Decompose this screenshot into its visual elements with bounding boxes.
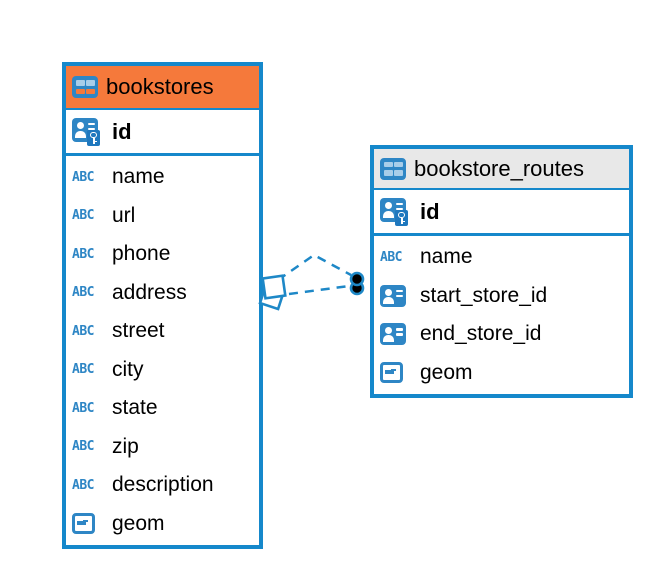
column-type-icon-slot [380,323,414,346]
key-icon [395,209,408,226]
relationship-line-lower [288,284,350,296]
table-header[interactable]: bookstores [66,66,259,110]
text-type-icon: ABC [72,477,94,493]
column-row[interactable]: id [66,110,259,153]
key-section: id [374,190,629,236]
column-name: name [420,245,473,269]
table-title: bookstores [106,74,214,99]
table-header[interactable]: bookstore_routes [374,149,629,190]
relationship-source-marker-back [258,283,286,311]
column-row[interactable]: ABC name [66,158,259,197]
relationship-line-upper [277,253,352,282]
column-type-icon-slot: ABC [72,324,106,339]
column-type-icon-slot: ABC [72,362,106,377]
column-row[interactable]: ABC city [66,351,259,390]
column-type-icon-slot [380,362,414,384]
text-type-icon: ABC [72,400,94,416]
column-name: url [112,203,136,227]
table-bookstore-routes[interactable]: bookstore_routes id ABC name start_store_i… [370,145,633,398]
column-name: start_store_id [420,283,548,307]
column-type-icon-slot [380,284,414,307]
column-type-icon-slot [72,513,106,535]
column-type-icon-slot: ABC [72,208,106,223]
column-row[interactable]: start_store_id [374,277,629,316]
primary-key-icon [380,197,410,227]
relationship-target-marker-front [349,271,365,287]
text-type-icon: ABC [72,246,94,262]
key-icon [87,129,100,146]
column-row[interactable]: id [374,190,629,233]
column-row[interactable]: ABC street [66,312,259,351]
column-type-icon-slot: ABC [380,250,414,265]
column-row[interactable]: geom [66,505,259,544]
geometry-type-icon [72,513,95,535]
text-type-icon: ABC [72,169,94,185]
column-name: street [112,319,165,343]
column-row[interactable]: geom [374,354,629,393]
column-name: description [112,473,214,497]
column-name: name [112,165,165,189]
relationship-source-marker-front [261,274,287,300]
text-type-icon: ABC [72,208,94,224]
column-type-icon-slot: ABC [72,439,106,454]
table-icon [380,157,406,180]
column-row[interactable]: ABC zip [66,428,259,467]
column-name: state [112,396,158,420]
primary-key-icon [72,117,102,147]
column-type-icon-slot: ABC [72,478,106,493]
column-name: address [112,280,187,304]
text-type-icon: ABC [380,249,402,265]
text-type-icon: ABC [72,285,94,301]
column-row[interactable]: ABC url [66,197,259,236]
reference-id-icon [380,284,406,307]
relationship-bookstores-to-routes[interactable] [258,253,365,311]
column-row[interactable]: ABC phone [66,235,259,274]
column-row[interactable]: end_store_id [374,315,629,354]
text-type-icon: ABC [72,439,94,455]
relationship-target-marker-back [349,280,365,296]
column-row[interactable]: ABC address [66,274,259,313]
text-type-icon: ABC [72,362,94,378]
column-type-icon-slot [72,117,106,147]
column-name: end_store_id [420,322,542,346]
reference-id-icon [380,323,406,346]
column-type-icon-slot: ABC [72,401,106,416]
column-name: id [420,198,440,224]
column-name: geom [420,360,473,384]
column-type-icon-slot: ABC [72,170,106,185]
column-name: city [112,357,144,381]
text-type-icon: ABC [72,323,94,339]
key-section: id [66,110,259,156]
column-name: zip [112,434,139,458]
column-name: phone [112,242,171,266]
column-name: geom [112,511,165,535]
column-type-icon-slot [380,197,414,227]
table-icon [72,76,98,98]
column-name: id [112,118,132,144]
column-row[interactable]: ABC description [66,466,259,505]
table-title: bookstore_routes [414,155,584,181]
column-type-icon-slot: ABC [72,247,106,262]
column-row[interactable]: ABC state [66,389,259,428]
column-type-icon-slot: ABC [72,285,106,300]
geometry-type-icon [380,362,403,384]
column-row[interactable]: ABC name [374,238,629,277]
